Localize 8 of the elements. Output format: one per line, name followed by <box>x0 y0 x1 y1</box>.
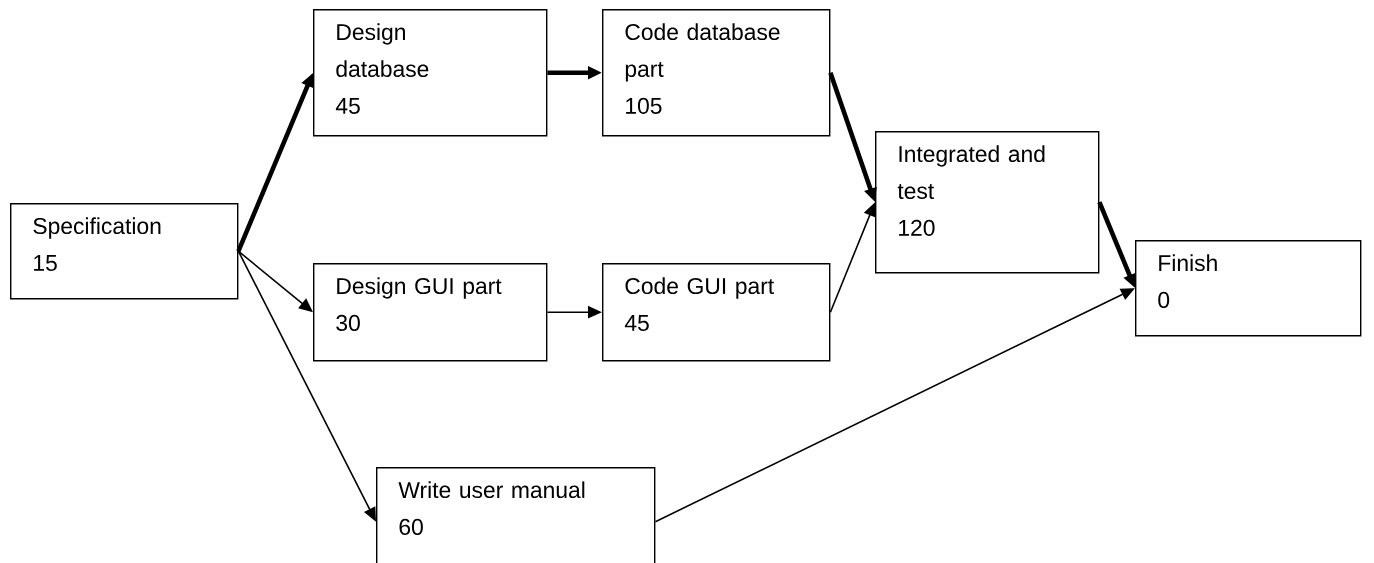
process-box: Design GUI part 30 <box>313 263 548 362</box>
process-box: Finish 0 <box>1135 240 1362 337</box>
process-box: Specification 15 <box>10 203 239 300</box>
process-box: Integrated and test 120 <box>875 131 1100 274</box>
process-box: Design database 45 <box>313 9 548 137</box>
process-box: Code database part 105 <box>602 9 831 137</box>
process-box: Write user manual 60 <box>376 467 656 563</box>
process-box: Code GUI part 45 <box>602 263 831 362</box>
